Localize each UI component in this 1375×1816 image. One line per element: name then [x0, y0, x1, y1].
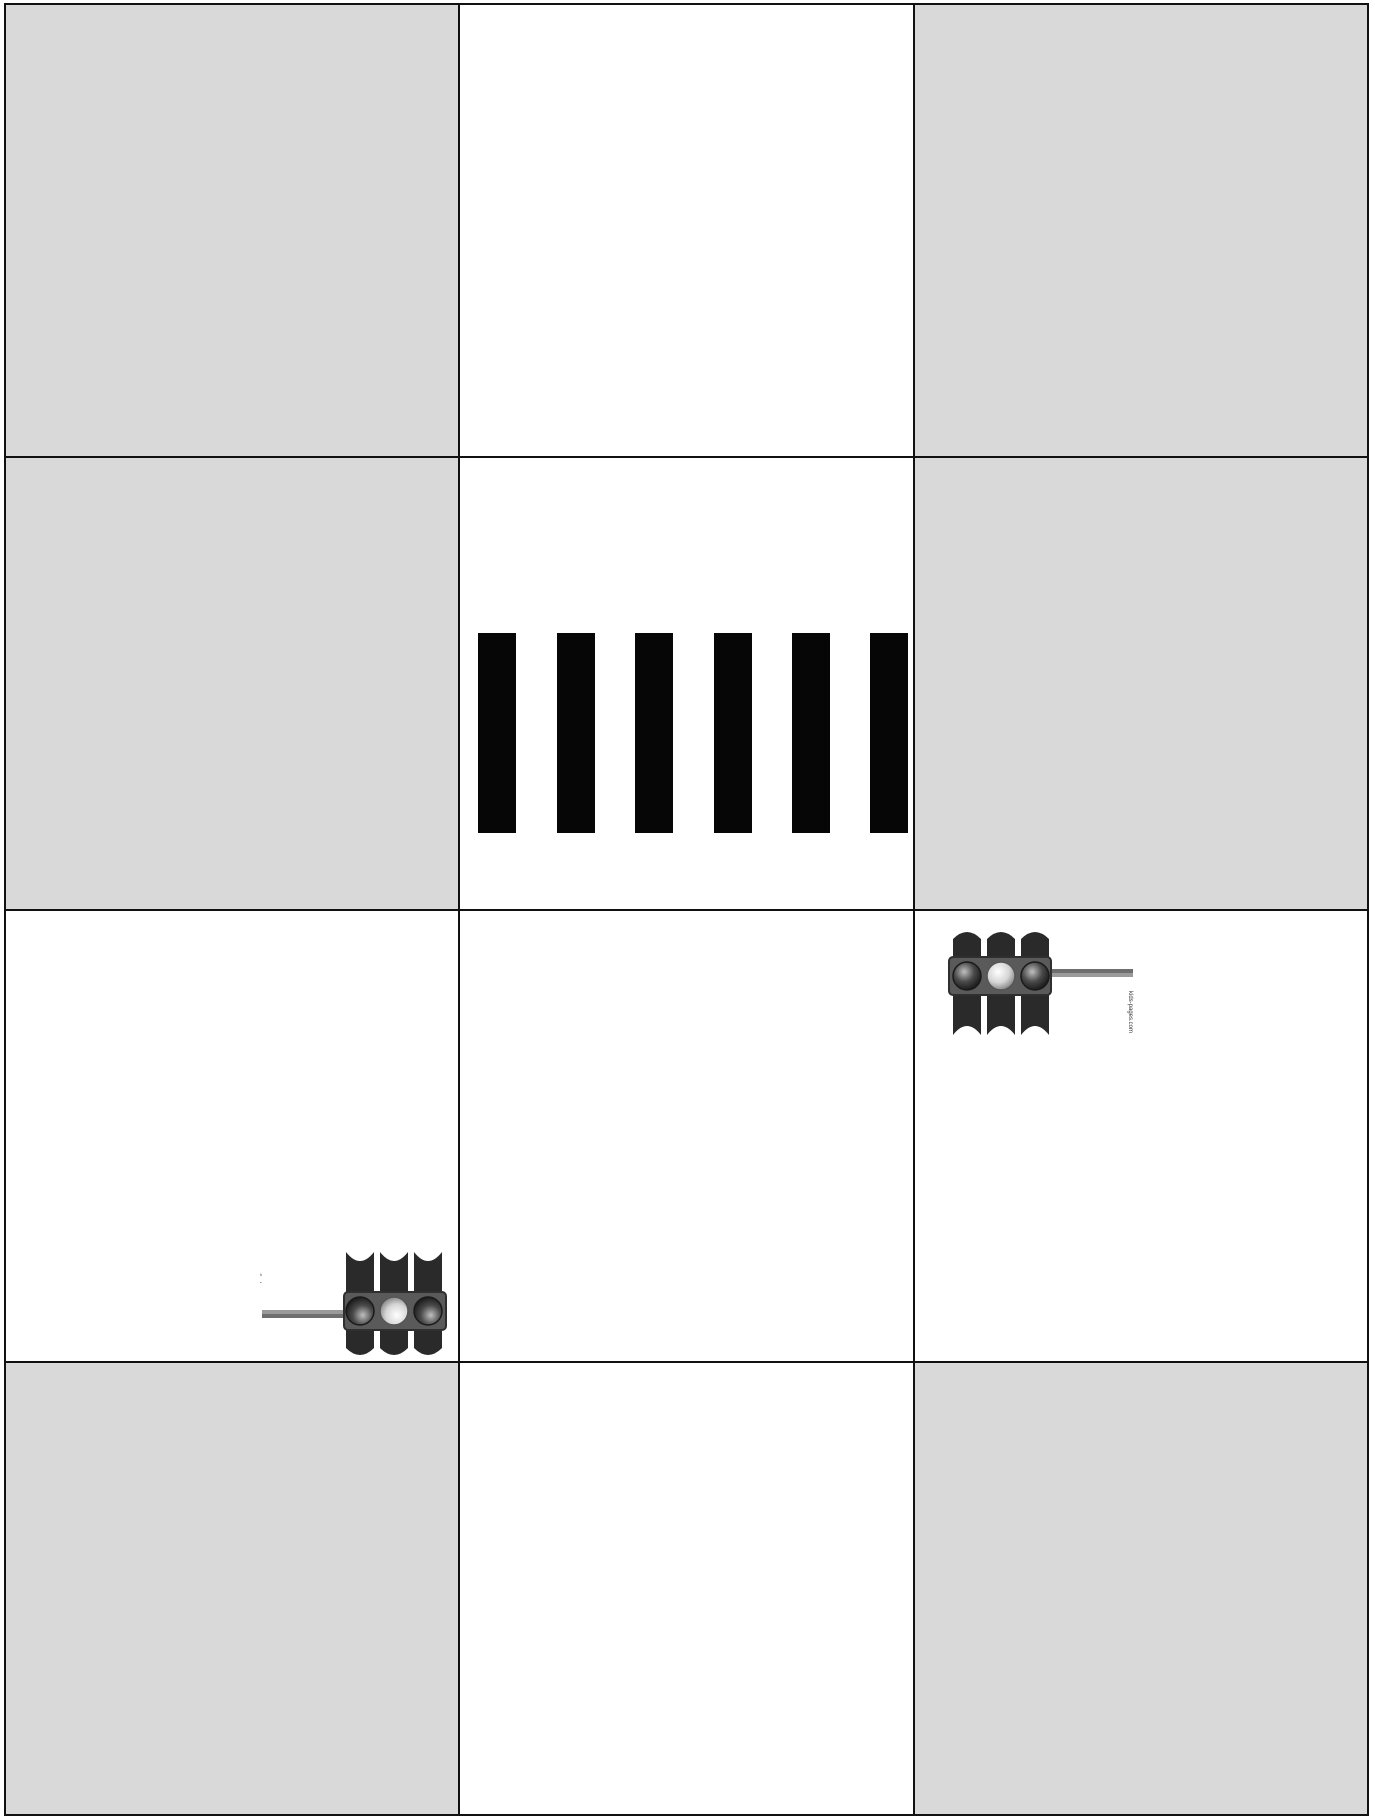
board-cell-r4c1	[6, 1363, 460, 1816]
traffic-light-icon: kids-pages.com	[945, 931, 1135, 1041]
crosswalk-icon	[478, 633, 908, 833]
board-cell-r4c2	[460, 1363, 914, 1816]
crosswalk-stripe	[714, 633, 752, 833]
board-cell-r2c1	[6, 458, 460, 911]
crosswalk-stripe	[557, 633, 595, 833]
board-cell-r1c1	[6, 5, 460, 458]
traffic-light-credit: kids-pages.com	[1127, 991, 1133, 1033]
board-cell-r1c3	[915, 5, 1369, 458]
crosswalk-stripe	[792, 633, 830, 833]
crosswalk-stripe	[870, 633, 908, 833]
crosswalk-stripe	[635, 633, 673, 833]
board-cell-r1c2	[460, 5, 914, 458]
traffic-light-credit: kids-pages.com	[260, 1254, 262, 1296]
board-cell-r4c3	[915, 1363, 1369, 1816]
board-cell-r2c2	[460, 458, 914, 911]
board-cell-r2c3	[915, 458, 1369, 911]
traffic-light-icon: kids-pages.com	[260, 1246, 450, 1356]
board-cell-r3c2	[460, 911, 914, 1364]
board-cell-r3c1: kids-pages.com	[6, 911, 460, 1364]
board-cell-r3c3: kids-pages.com	[915, 911, 1369, 1364]
crosswalk-stripe	[478, 633, 516, 833]
board-grid: kids-pages.com	[4, 3, 1369, 1816]
